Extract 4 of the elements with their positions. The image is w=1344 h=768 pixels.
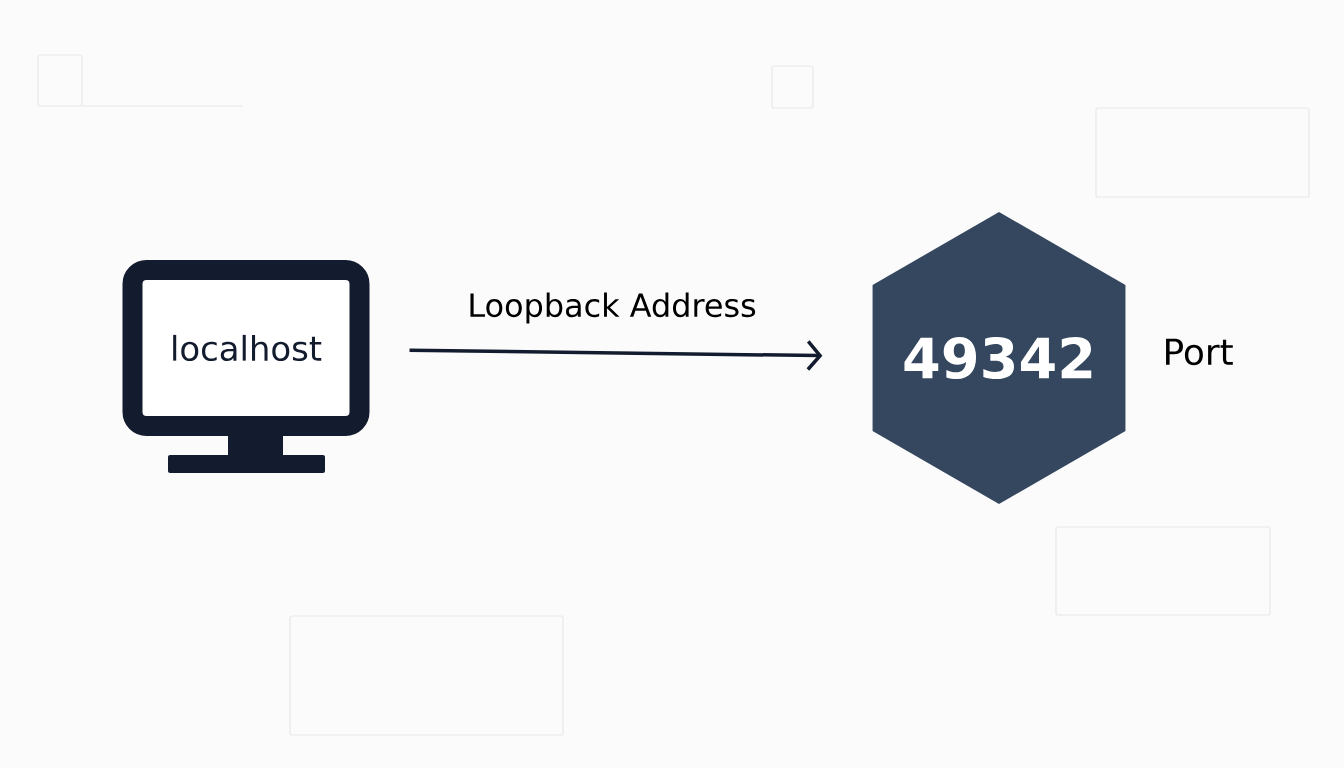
arrow	[409, 340, 823, 371]
edge-label: Loopback Address	[465, 290, 759, 326]
beside-label: Port	[1166, 338, 1233, 366]
hexagon-node: 49342	[872, 212, 1126, 504]
